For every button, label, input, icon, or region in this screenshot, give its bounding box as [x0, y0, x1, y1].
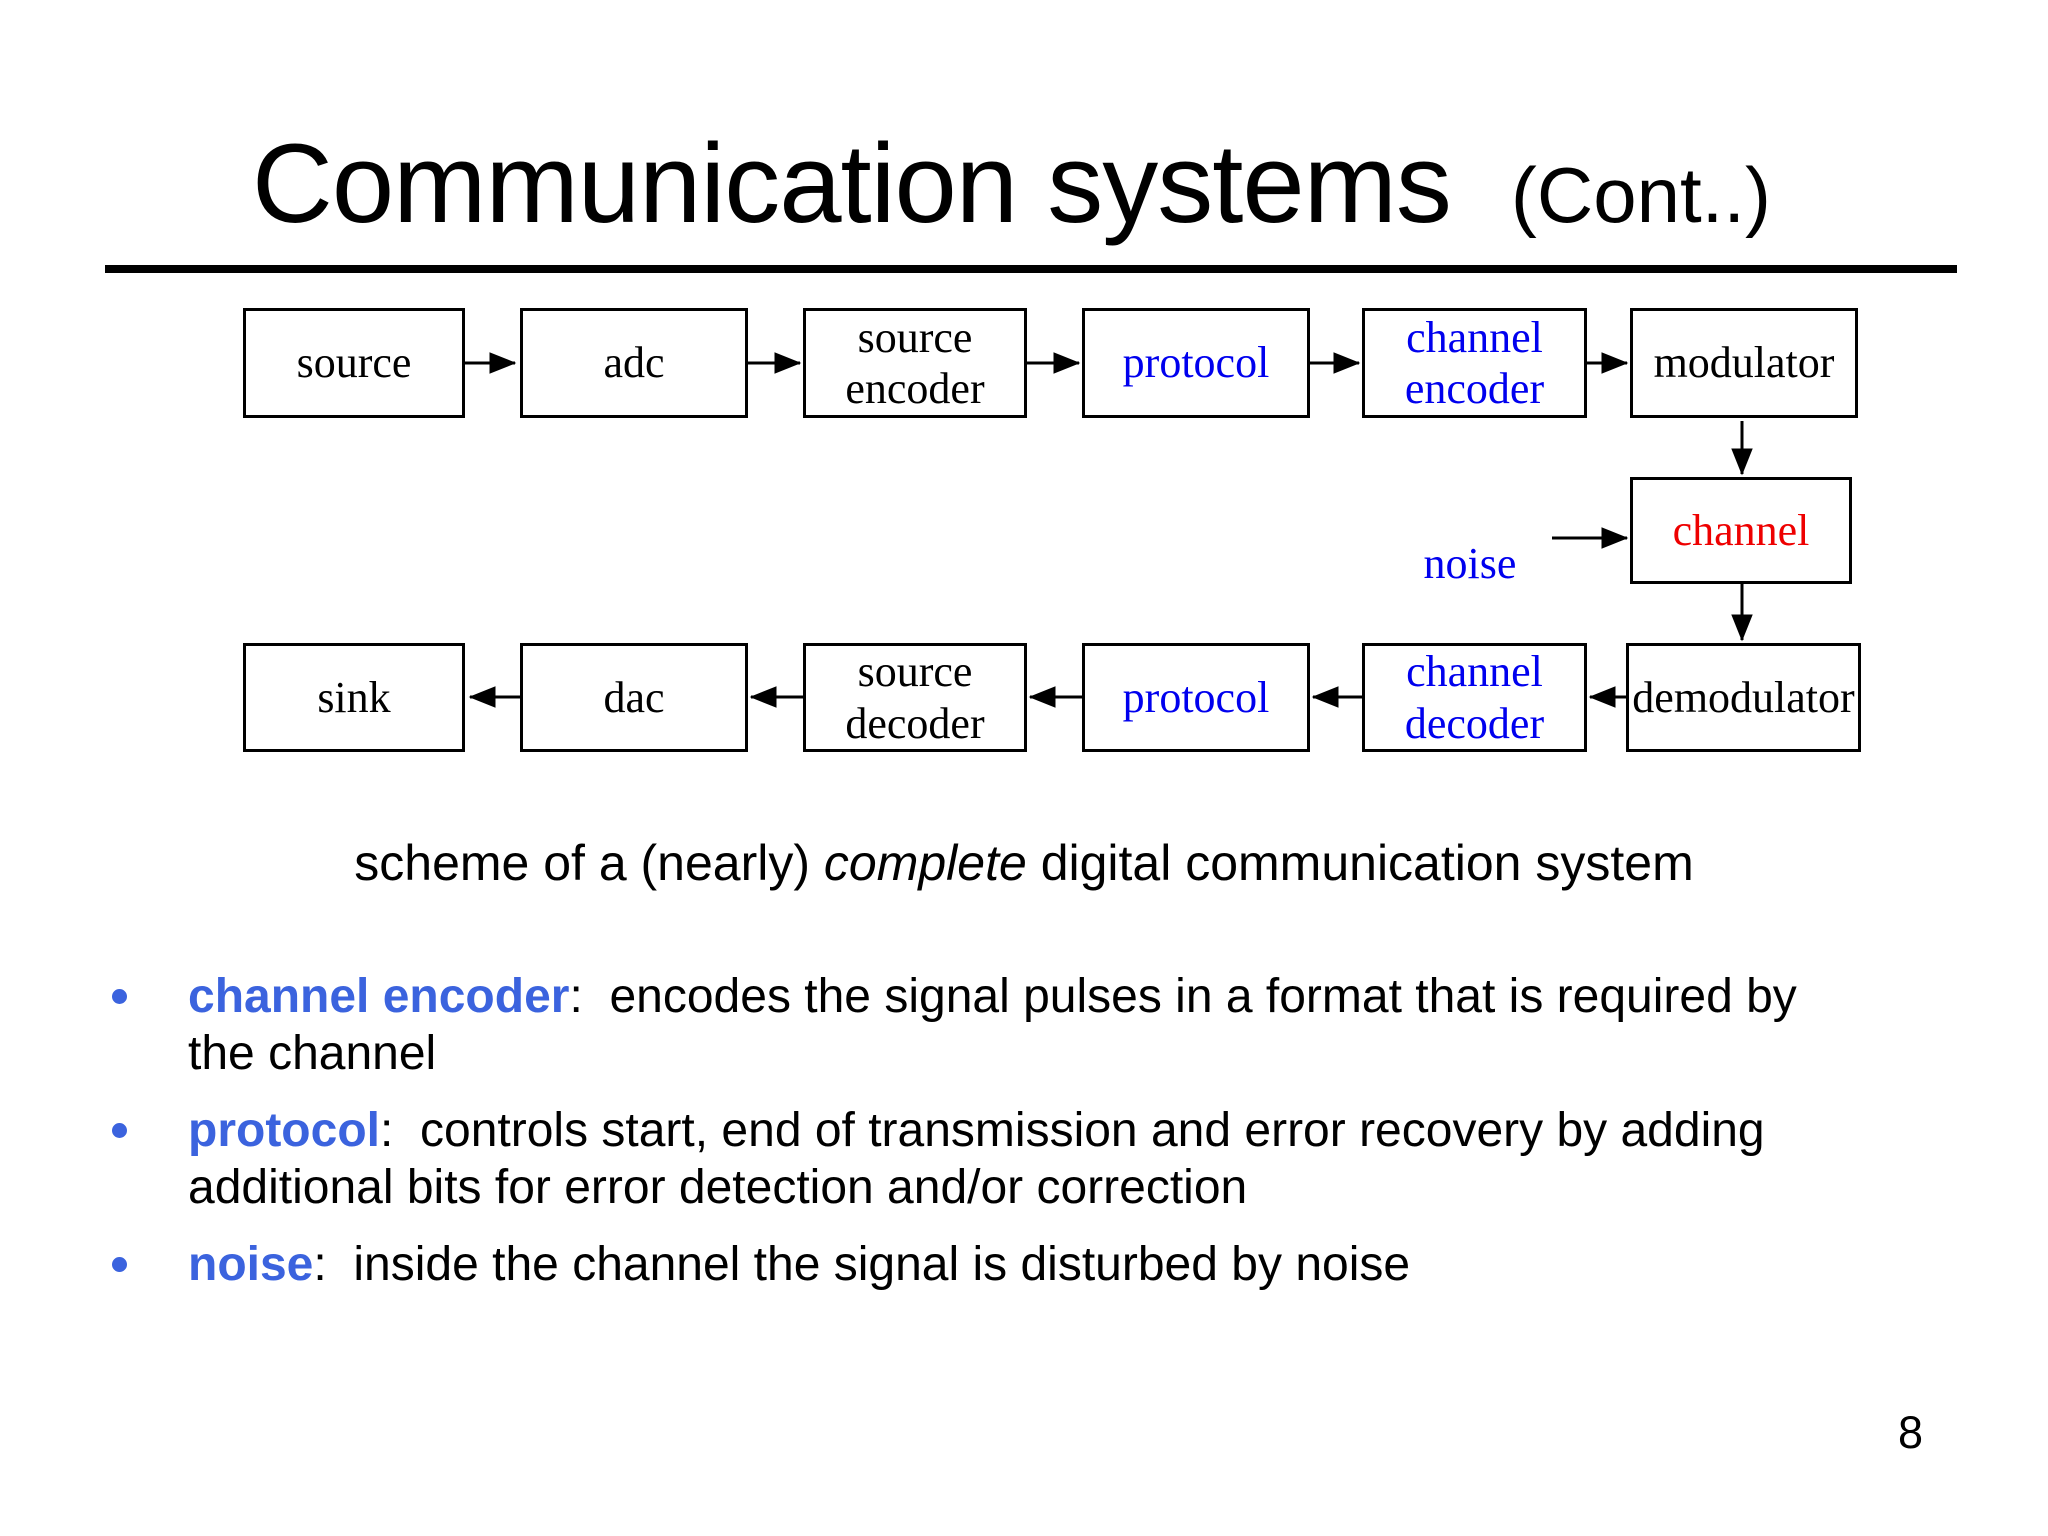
bullet-term: channel encoder	[188, 970, 570, 1023]
bullet-definition: : inside the channel the signal is distu…	[313, 1238, 1411, 1291]
diagram-box-dac: dac	[520, 643, 748, 752]
diagram-caption: scheme of a (nearly) complete digital co…	[0, 836, 2048, 891]
diagram-label-dac: dac	[603, 672, 665, 722]
page-title: Communication systems (Cont..)	[252, 128, 1771, 240]
bullet-list: channel encoder: encodes the signal puls…	[110, 968, 1872, 1313]
diagram-box-demodulator: demodulator	[1626, 643, 1861, 752]
page-number: 8	[1898, 1407, 1924, 1458]
diagram-box-adc: adc	[520, 308, 748, 418]
bullet-dot	[112, 989, 127, 1004]
diagram-box-modulator: modulator	[1630, 308, 1858, 418]
bullet-item-channel-encoder: channel encoder: encodes the signal puls…	[110, 968, 1872, 1082]
diagram-label-sink: sink	[317, 672, 391, 722]
diagram-box-protocol-tx: protocol	[1082, 308, 1310, 418]
diagram-box-channel: channel	[1630, 477, 1852, 584]
title-text: Communication systems	[252, 121, 1452, 246]
diagram-box-source: source	[243, 308, 465, 418]
caption-italic: complete	[823, 835, 1027, 891]
bullet-term: noise	[188, 1238, 314, 1291]
bullet-item-noise: noise: inside the channel the signal is …	[110, 1236, 1872, 1293]
diagram-box-sink: sink	[243, 643, 465, 752]
diagram-label-adc: adc	[603, 338, 665, 388]
diagram-label-demodulator: demodulator	[1632, 672, 1855, 722]
caption-pre: scheme of a (nearly)	[354, 835, 824, 891]
diagram-label-modulator: modulator	[1653, 338, 1835, 388]
diagram-label-protocol-tx: protocol	[1122, 338, 1270, 388]
bullet-dot	[112, 1123, 127, 1138]
bullet-term: protocol	[188, 1104, 380, 1157]
bullet-definition: : controls start, end of transmission an…	[188, 1104, 1778, 1214]
diagram-label-channel-encoder: channel encoder	[1404, 312, 1545, 413]
diagram-label-source-decoder: source decoder	[845, 647, 985, 748]
diagram-box-source-decoder: source decoder	[803, 643, 1027, 752]
diagram-box-source-encoder: source encoder	[803, 308, 1027, 418]
diagram-label-channel: channel	[1672, 505, 1810, 555]
bullet-definition: : encodes the signal pulses in a format …	[188, 970, 1811, 1080]
diagram-box-protocol-rx: protocol	[1082, 643, 1310, 752]
diagram-label-channel-decoder: channel decoder	[1404, 647, 1545, 748]
diagram-label-protocol-rx: protocol	[1122, 672, 1270, 722]
title-suffix: (Cont..)	[1510, 151, 1771, 239]
diagram-label-source: source	[296, 338, 412, 388]
diagram-box-channel-encoder: channel encoder	[1362, 308, 1587, 418]
diagram-label-source-encoder: source encoder	[845, 312, 985, 413]
title-underline	[105, 265, 1957, 273]
bullet-dot	[112, 1257, 127, 1272]
caption-post: digital communication system	[1026, 835, 1694, 891]
noise-label: noise	[1423, 539, 1517, 588]
diagram-box-channel-decoder: channel decoder	[1362, 643, 1587, 752]
bullet-item-protocol: protocol: controls start, end of transmi…	[110, 1102, 1872, 1216]
